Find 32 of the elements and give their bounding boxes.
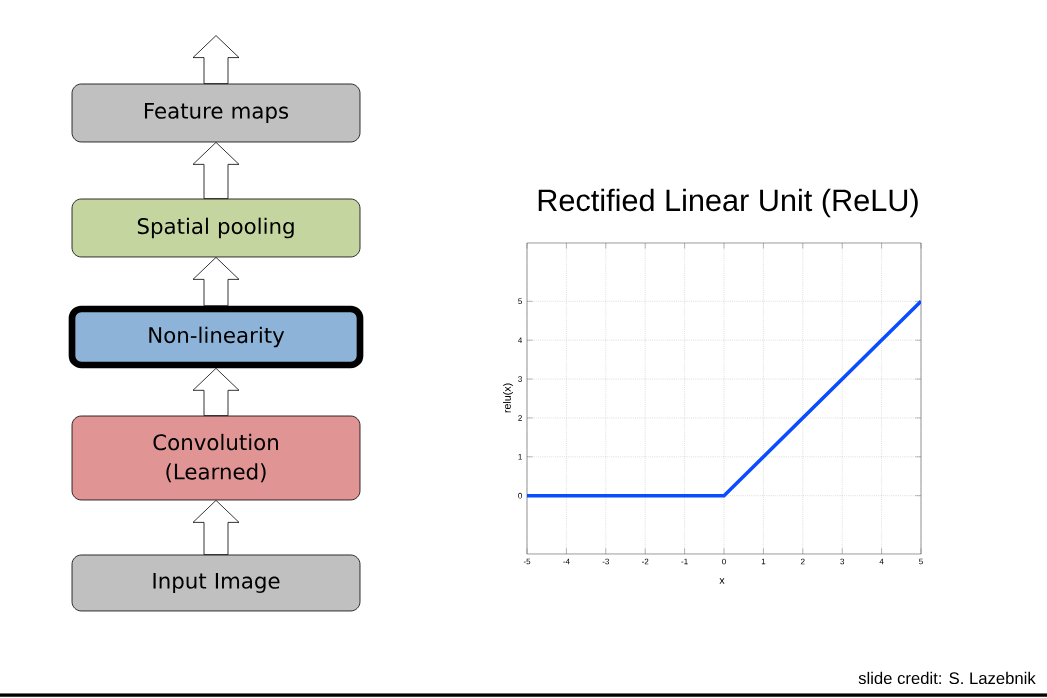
axis-label: x	[719, 578, 725, 584]
x-tick-label: -1	[681, 558, 688, 565]
chart-title: Rectified Linear Unit (ReLU)	[538, 188, 918, 218]
x-tick-label: 0	[722, 558, 726, 565]
x-tick-label: -5	[523, 558, 531, 565]
layer-box: Spatial pooling	[71, 198, 361, 258]
layer-box: Input Image	[71, 554, 361, 612]
y-tick-label: 1	[518, 454, 522, 460]
block-arrow	[192, 500, 240, 555]
y-tick-label: 2	[518, 415, 522, 421]
y-tick-label: 3	[518, 376, 522, 382]
y-tick-label: 4	[518, 337, 523, 343]
block-arrow	[192, 35, 240, 84]
x-tick-label: 4	[879, 558, 884, 565]
x-tick-label: 1	[761, 558, 766, 565]
block-arrow	[192, 257, 240, 307]
y-tick-label: 5	[518, 298, 522, 305]
layer-box: Feature maps	[71, 83, 361, 143]
x-tick-label: 3	[840, 558, 845, 565]
y-tick-label: 0	[518, 492, 522, 499]
layer-box: Convolution (Learned)	[71, 415, 361, 501]
x-tick-label: 2	[800, 558, 805, 565]
line-chart: -5 -4 -3 -2 -1 0 1 2 3 4 5 0 1 2 3 4 5	[518, 242, 923, 565]
layer-box: Non-linearity	[68, 305, 364, 369]
x-tick-label: 5	[919, 558, 923, 565]
x-tick-label: -4	[563, 558, 570, 565]
credit-text: slide credit: S. Lazebnik	[858, 671, 1036, 685]
block-arrow	[192, 142, 240, 199]
axis-label: relu(x)	[503, 383, 513, 413]
x-tick-label: -2	[642, 558, 649, 565]
x-tick-label: -3	[602, 558, 610, 565]
block-arrow	[192, 367, 240, 416]
